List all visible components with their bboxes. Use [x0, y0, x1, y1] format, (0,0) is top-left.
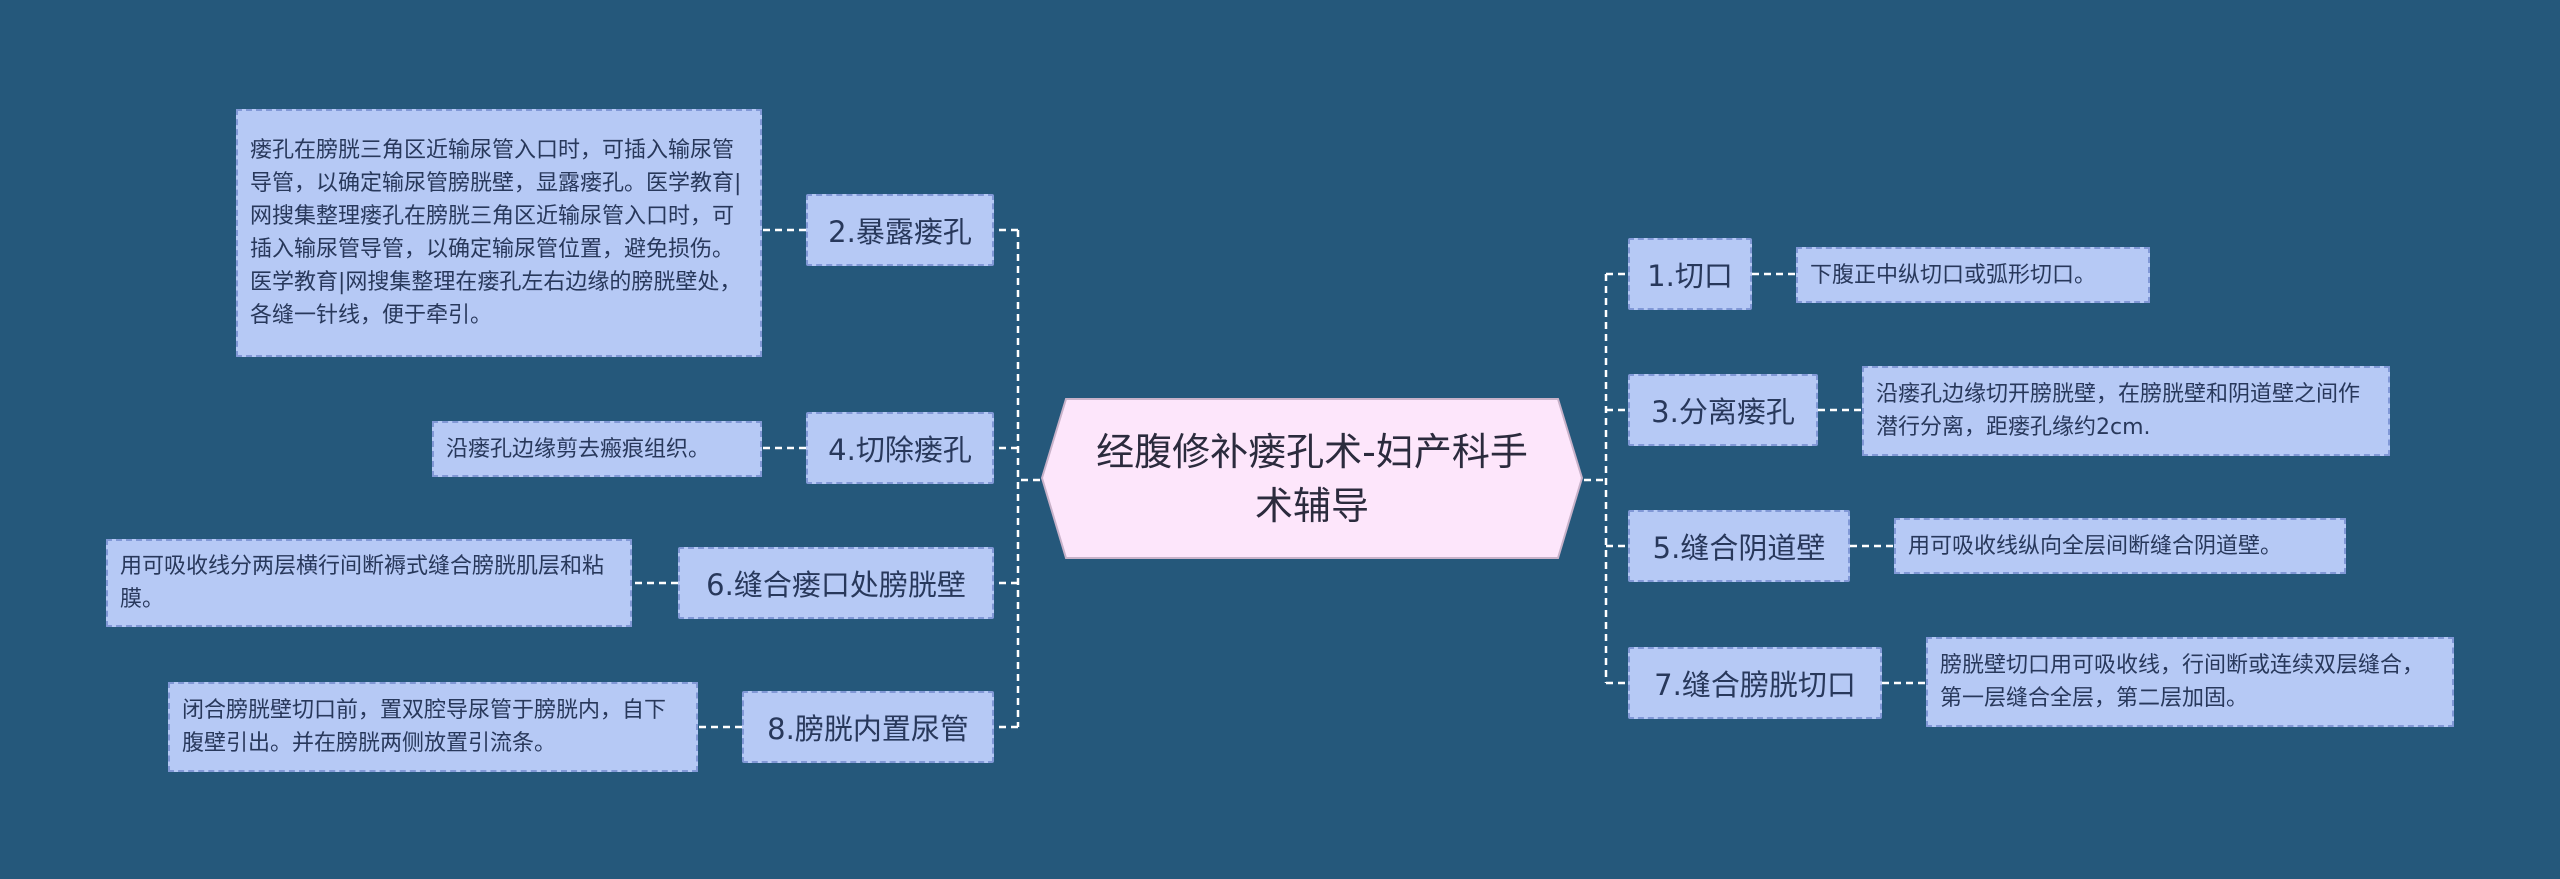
detail-separate-fistula[interactable]: 沿瘘孔边缘切开膀胱壁，在膀胱壁和阴道壁之间作潜行分离，距瘘孔缘约2cm. [1862, 366, 2390, 456]
branch-expose-fistula[interactable]: 2.暴露瘘孔 [806, 194, 994, 266]
detail-expose-fistula[interactable]: 瘘孔在膀胱三角区近输尿管入口时，可插入输尿管导管，以确定输尿管膀胱壁，显露瘘孔。… [236, 109, 762, 357]
branch-suture-bladder-incision[interactable]: 7.缝合膀胱切口 [1628, 647, 1882, 719]
center-topic-shape [1040, 398, 1584, 559]
detail-suture-vaginal-wall[interactable]: 用可吸收线纵向全层间断缝合阴道壁。 [1894, 518, 2346, 574]
center-topic-title: 经腹修补瘘孔术-妇产科手术辅导 [1096, 429, 1528, 528]
branch-separate-fistula[interactable]: 3.分离瘘孔 [1628, 374, 1818, 446]
branch-excise-fistula[interactable]: 4.切除瘘孔 [806, 412, 994, 484]
detail-suture-bladder-incision[interactable]: 膀胱壁切口用可吸收线，行间断或连续双层缝合，第一层缝合全层，第二层加固。 [1926, 637, 2454, 727]
branch-suture-bladder-wall[interactable]: 6.缝合瘘口处膀胱壁 [678, 547, 994, 619]
detail-suture-bladder-wall[interactable]: 用可吸收线分两层横行间断褥式缝合膀胱肌层和粘膜。 [106, 539, 632, 627]
branch-suture-vaginal-wall[interactable]: 5.缝合阴道壁 [1628, 510, 1850, 582]
detail-excise-fistula[interactable]: 沿瘘孔边缘剪去瘢痕组织。 [432, 421, 762, 477]
branch-bladder-catheter[interactable]: 8.膀胱内置尿管 [742, 691, 994, 763]
center-topic[interactable]: 经腹修补瘘孔术-妇产科手术辅导 [1040, 397, 1584, 560]
detail-bladder-catheter[interactable]: 闭合膀胱壁切口前，置双腔导尿管于膀胱内，自下腹壁引出。并在膀胱两侧放置引流条。 [168, 682, 698, 772]
branch-incision[interactable]: 1.切口 [1628, 238, 1752, 310]
detail-incision[interactable]: 下腹正中纵切口或弧形切口。 [1796, 247, 2150, 303]
